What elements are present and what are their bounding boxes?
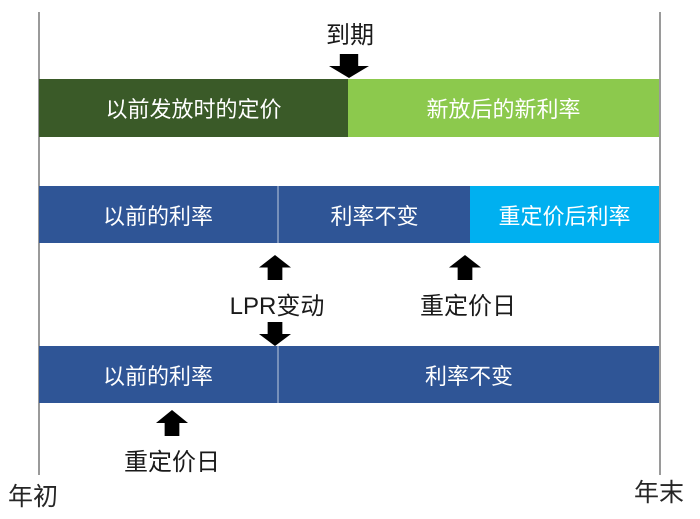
early-bar-unchanged-rate-segment: 利率不变 bbox=[277, 346, 659, 403]
mid-bar-unchanged-rate-segment: 利率不变 bbox=[277, 186, 470, 243]
loan-pricing-bar: 以前发放时的定价 新放后的新利率 bbox=[39, 79, 659, 137]
year-start-label: 年初 bbox=[8, 483, 59, 511]
repricing-day-bottom-label: 重定价日 bbox=[124, 449, 220, 476]
maturity-label: 到期 bbox=[326, 22, 374, 49]
loan-pricing-old-segment: 以前发放时的定价 bbox=[39, 79, 348, 137]
lpr-change-label: LPR变动 bbox=[229, 293, 325, 320]
maturity-down-arrow-icon bbox=[329, 54, 369, 78]
repricing-day-mid-arrow-icon bbox=[449, 255, 481, 280]
mid-bar-old-rate-segment: 以前的利率 bbox=[39, 186, 277, 243]
lpr-change-up-arrow-icon bbox=[259, 255, 291, 280]
year-end-label: 年末 bbox=[634, 479, 685, 507]
repricing-day-mid-label: 重定价日 bbox=[420, 293, 516, 320]
early-year-repricing-bar: 以前的利率 利率不变 bbox=[39, 346, 659, 403]
repricing-day-bottom-arrow-icon bbox=[156, 410, 188, 436]
early-bar-old-rate-segment: 以前的利率 bbox=[39, 346, 277, 403]
mid-bar-repriced-rate-segment: 重定价后利率 bbox=[470, 186, 659, 243]
year-start-guide-line bbox=[38, 12, 40, 475]
year-end-guide-line bbox=[659, 12, 661, 475]
loan-pricing-new-segment: 新放后的新利率 bbox=[348, 79, 659, 137]
mid-year-repricing-bar: 以前的利率 利率不变 重定价后利率 bbox=[39, 186, 659, 243]
lpr-change-down-arrow-icon bbox=[259, 322, 291, 346]
